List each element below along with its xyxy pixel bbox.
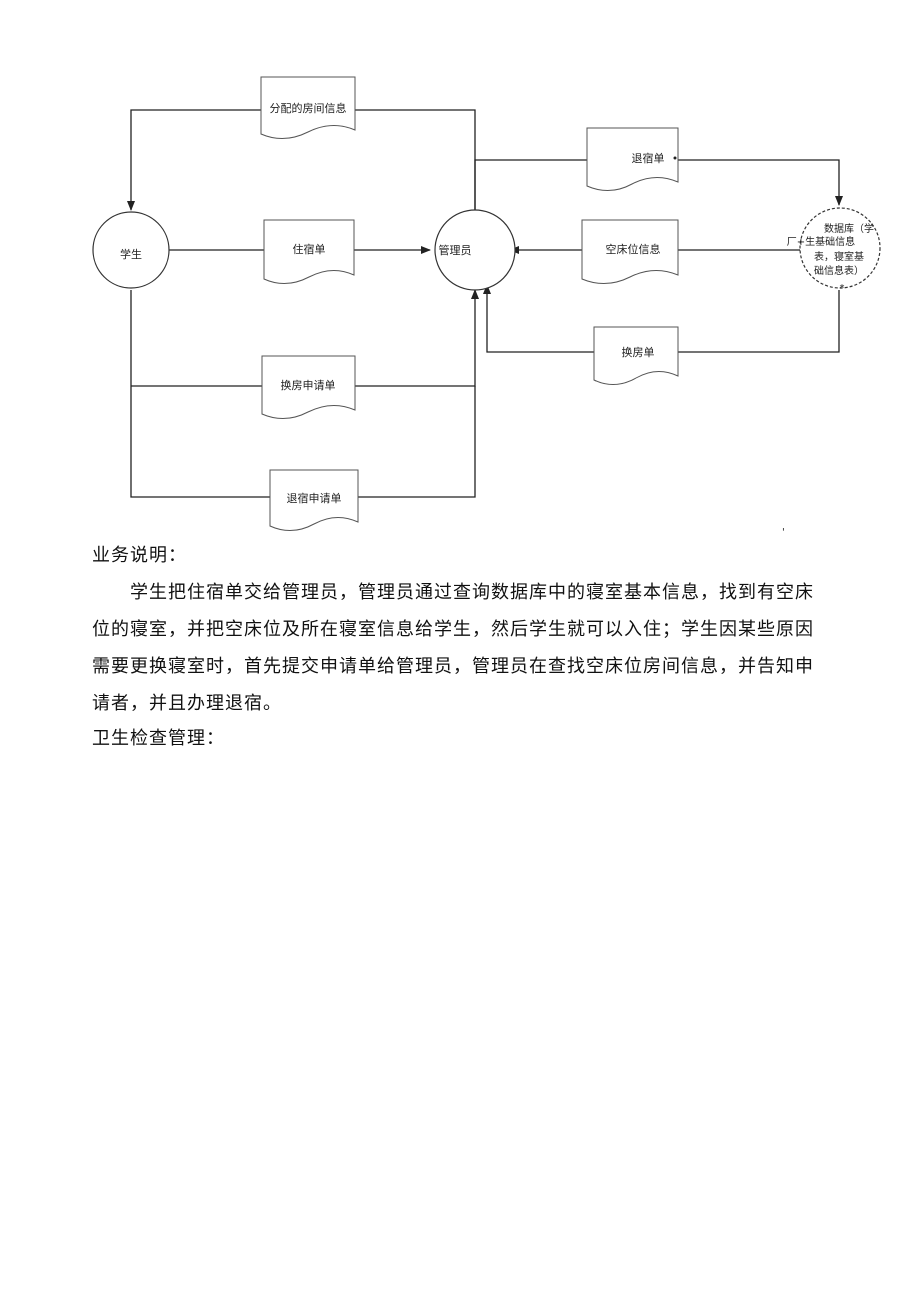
document-checkout-application: 退宿申请单 [269,469,359,531]
database-label-line-3: 表，寝室基 [814,250,864,263]
document-label: 换房申请单 [281,378,336,392]
database-label-line-2: 厂+生基础信息 [787,235,855,248]
document-checkout-form: 退宿单 [586,127,679,191]
tick-mark: ' [782,527,785,538]
node-label-manager: 管理员 [439,243,472,257]
database-label-line-1: 数据库（学 [824,222,874,235]
flow-room-change-application-branch [131,289,479,387]
document-assigned-room-info: 分配的房间信息 [260,76,356,139]
node-manager: 管理员 [434,209,516,291]
hygiene-inspection-heading: 卫生检查管理： [92,728,225,749]
document-label: 住宿单 [293,242,326,256]
flow-lines [127,109,843,498]
business-description-heading: 业务说明： [92,545,187,566]
node-student: 学生 [92,211,170,289]
node-label-student: 学生 [120,247,142,261]
document-label: 换房单 [622,345,655,359]
document-label: 空床位信息 [606,242,661,256]
document-room-change-application: 换房申请单 [261,355,356,419]
document-label: 分配的房间信息 [270,101,347,115]
business-description-paragraph: 学生把住宿单交给管理员，管理员通过查询数据库中的寝室基本信息，找到有空床位的寝室… [92,582,814,714]
document-checkin-form: 住宿单 [263,219,355,284]
document-label: 退宿单 [632,151,665,165]
document-room-change-form: 换房单 [593,326,679,385]
data-flow-diagram: 分配的房间信息 退宿单 住宿单 空床位信息 换房单 换房申请单 退宿申请单 学生… [92,76,881,538]
document-vacant-bed-info: 空床位信息 [581,219,679,284]
database-label-line-4: 础信息表） [814,264,864,277]
checkout-dot [673,156,677,160]
database-star-mark: * [840,283,845,294]
document-label: 退宿申请单 [287,491,342,505]
node-database: 数据库（学 厂+生基础信息 表，寝室基 础信息表） * [787,207,881,294]
